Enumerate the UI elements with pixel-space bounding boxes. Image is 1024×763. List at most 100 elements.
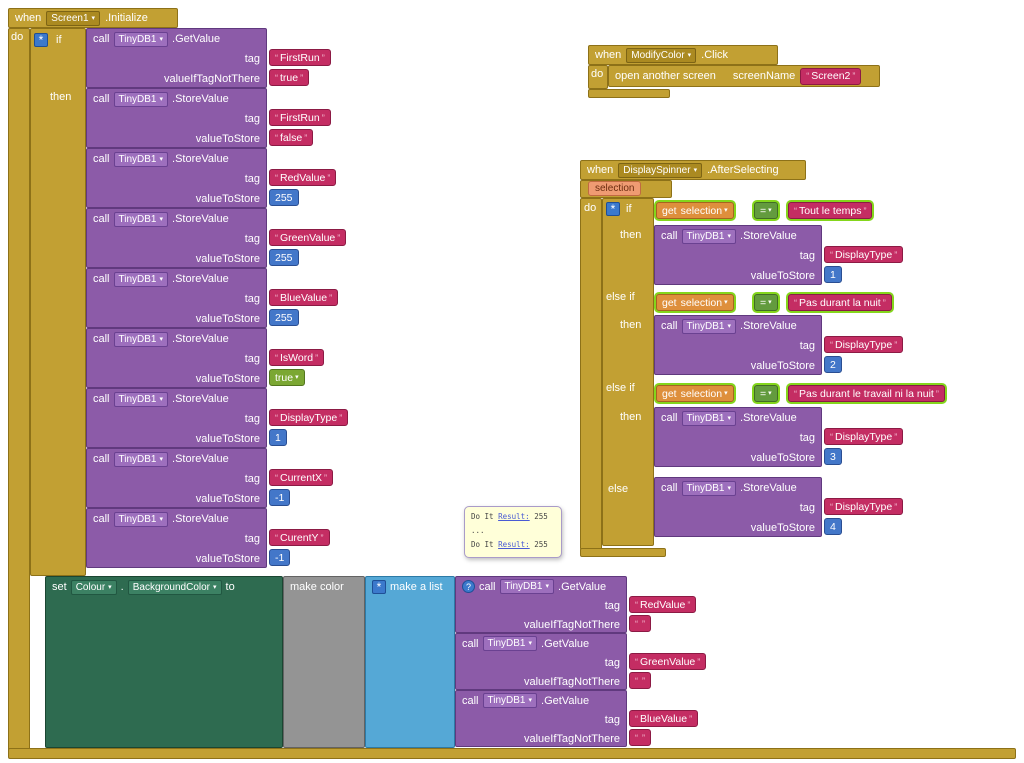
component-dropdown[interactable]: TinyDB1▾: [499, 579, 555, 594]
tag-text-block[interactable]: “BlueValue”: [269, 289, 339, 306]
fallback-text-block[interactable]: “ ”: [629, 729, 651, 746]
dropdown-label: TinyDB1: [487, 638, 526, 649]
store-value-block[interactable]: true▾: [269, 369, 305, 386]
displayspinner-if-block[interactable]: [602, 198, 654, 546]
dot-separator: .: [120, 581, 124, 593]
store-value-block[interactable]: 2: [824, 356, 842, 373]
dropdown-arrow-icon: ▾: [159, 275, 164, 283]
method-name: .GetValue: [541, 637, 590, 650]
do-it-help-icon[interactable]: ?: [462, 580, 475, 593]
tag-text-block[interactable]: “DisplayType”: [269, 409, 349, 426]
quote-close-icon: ”: [304, 132, 308, 143]
component-dropdown[interactable]: TinyDB1▾: [681, 480, 737, 496]
store-value-block[interactable]: 255: [269, 189, 299, 206]
compare-text-block[interactable]: “Pas durant le travail ni la nuit”: [788, 385, 945, 402]
tag-text-block[interactable]: “BlueValue”: [629, 710, 699, 727]
if-mutator-icon[interactable]: *: [606, 202, 620, 216]
store-value-block[interactable]: 255: [269, 249, 299, 266]
make-color-block[interactable]: make color: [283, 576, 365, 748]
fallback-text-block[interactable]: “ ”: [629, 615, 651, 632]
tag-text-block[interactable]: “IsWord”: [269, 349, 325, 366]
store-value-block[interactable]: 1: [824, 266, 842, 283]
tag-text-block[interactable]: “CurrentX”: [269, 469, 334, 486]
colour-component-dropdown[interactable]: Colour▾: [70, 579, 117, 595]
component-dropdown[interactable]: TinyDB1▾: [681, 318, 737, 334]
tag-text-block[interactable]: “FirstRun”: [269, 49, 331, 66]
selection-param-chip[interactable]: selection: [588, 181, 642, 196]
store-value-block[interactable]: 1: [269, 429, 287, 446]
store-value-block[interactable]: 4: [824, 518, 842, 535]
modifycolor-dropdown[interactable]: ModifyColor▾: [626, 47, 697, 63]
tag-text-block[interactable]: “DisplayType”: [824, 428, 904, 445]
screen2-text-block[interactable]: “Screen2”: [800, 67, 862, 85]
list-mutator-icon[interactable]: *: [372, 580, 386, 594]
store-value-block[interactable]: 255: [269, 309, 299, 326]
component-dropdown[interactable]: TinyDB1▾: [113, 451, 169, 467]
tag-text-block[interactable]: “CurentY”: [269, 529, 330, 546]
tag-text-block[interactable]: “DisplayType”: [824, 246, 904, 263]
tag-text-block[interactable]: “RedValue”: [629, 596, 697, 613]
tag-text-block[interactable]: “GreenValue”: [269, 229, 347, 246]
component-dropdown[interactable]: TinyDB1▾: [113, 31, 169, 47]
component-dropdown[interactable]: TinyDB1▾: [482, 636, 538, 651]
tag-text-block[interactable]: “GreenValue”: [629, 653, 707, 670]
tag-text-block[interactable]: “DisplayType”: [824, 498, 904, 515]
equals-block[interactable]: =▾: [754, 385, 778, 402]
component-dropdown[interactable]: TinyDB1▾: [113, 151, 169, 167]
screen1-if-block[interactable]: [30, 28, 86, 576]
store-value-block[interactable]: 3: [824, 448, 842, 465]
component-dropdown[interactable]: TinyDB1▾: [113, 91, 169, 107]
store-value-block[interactable]: “false”: [269, 129, 314, 146]
component-dropdown[interactable]: TinyDB1▾: [113, 331, 169, 347]
dropdown-label: TinyDB1: [487, 695, 526, 706]
component-dropdown[interactable]: TinyDB1▾: [482, 693, 538, 708]
tag-text-block[interactable]: “RedValue”: [269, 169, 337, 186]
fallback-text-block[interactable]: “true”: [269, 69, 310, 86]
component-dropdown[interactable]: TinyDB1▾: [681, 410, 737, 426]
compare-text-block[interactable]: “Tout le temps”: [788, 202, 873, 219]
if-mutator-icon[interactable]: *: [34, 33, 48, 47]
equals-block[interactable]: =▾: [754, 202, 778, 219]
equals-block[interactable]: =▾: [754, 294, 778, 311]
compare-text-block[interactable]: “Pas durant la nuit”: [788, 294, 892, 311]
tag-text-block[interactable]: “FirstRun”: [269, 109, 331, 126]
text-value: Tout le temps: [799, 204, 862, 217]
store-value-block[interactable]: -1: [269, 549, 291, 566]
component-dropdown[interactable]: TinyDB1▾: [113, 511, 169, 527]
screen1-dropdown[interactable]: Screen1▾: [46, 10, 101, 26]
store-value-block[interactable]: -1: [269, 489, 291, 506]
component-dropdown[interactable]: TinyDB1▾: [681, 228, 737, 244]
tag-text-block[interactable]: “DisplayType”: [824, 336, 904, 353]
component-dropdown[interactable]: TinyDB1▾: [113, 211, 169, 227]
displayspinner-dropdown[interactable]: DisplaySpinner▾: [618, 162, 703, 178]
make-a-list-block[interactable]: *make a list: [365, 576, 455, 748]
backgroundcolor-property-dropdown[interactable]: BackgroundColor▾: [127, 579, 222, 595]
component-dropdown[interactable]: TinyDB1▾: [113, 391, 169, 407]
fallback-text-block[interactable]: “ ”: [629, 672, 651, 689]
component-dropdown[interactable]: TinyDB1▾: [113, 271, 169, 287]
